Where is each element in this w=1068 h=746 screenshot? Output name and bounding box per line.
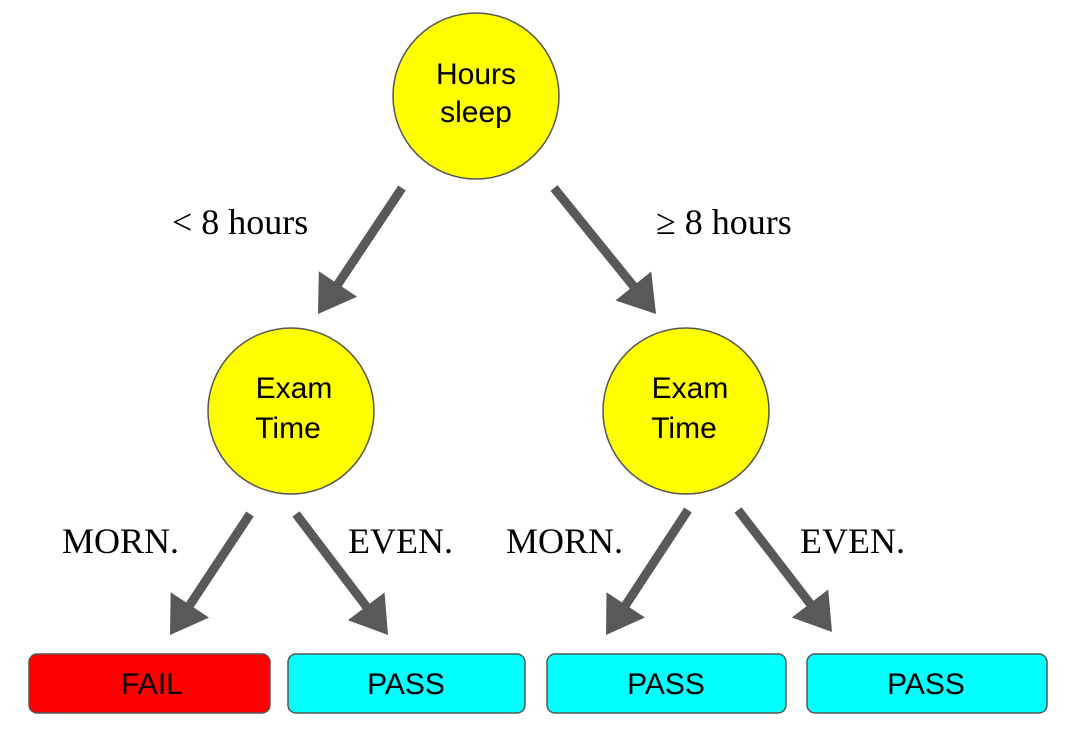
right-decision-node-label-line1: Exam <box>652 372 729 405</box>
edge-left-even <box>292 511 388 635</box>
left-decision-node: Exam Time <box>207 327 375 495</box>
right-decision-node-circle <box>602 327 770 495</box>
leaf-pass-2-label: PASS <box>627 668 705 701</box>
left-decision-node-label-line1: Exam <box>256 372 333 405</box>
edge-right-morn-shaft <box>620 507 692 610</box>
root-node-circle <box>392 12 560 180</box>
edge-left-morn-shaft <box>184 511 254 610</box>
edge-left-even-arrowhead <box>347 592 388 635</box>
leaf-pass-2: PASS <box>546 653 787 714</box>
edge-right-morn-arrowhead <box>606 592 645 635</box>
edge-label-left-morn: MORN. <box>62 521 179 561</box>
edge-label-right-morn: MORN. <box>506 521 623 561</box>
edge-right-even <box>734 507 832 632</box>
edge-label-left-even: EVEN. <box>348 521 453 561</box>
edge-label-root-right: ≥ 8 hours <box>656 202 792 242</box>
root-node: Hours sleep <box>392 12 560 180</box>
edge-left-morn <box>170 511 254 635</box>
leaf-pass-3-label: PASS <box>887 668 965 701</box>
edge-root-right <box>550 185 656 314</box>
leaf-pass-1-box <box>287 653 526 714</box>
edge-root-right-arrowhead <box>615 271 656 314</box>
leaf-fail: FAIL <box>28 653 271 714</box>
edge-left-morn-arrowhead <box>170 592 210 635</box>
leaf-pass-3-box <box>806 653 1048 714</box>
root-node-label-line1: Hours <box>436 58 516 91</box>
edge-right-morn <box>606 507 692 635</box>
edge-right-even-shaft <box>734 507 815 608</box>
edge-right-even-arrowhead <box>791 589 832 632</box>
left-decision-node-circle <box>207 327 375 495</box>
edge-root-left-shaft <box>333 185 406 289</box>
root-node-label-line2: sleep <box>440 96 512 129</box>
leaf-fail-label: FAIL <box>121 668 183 701</box>
left-decision-node-label-line2: Time <box>255 412 321 445</box>
edge-root-left <box>318 185 406 314</box>
edge-label-right-even: EVEN. <box>800 521 905 561</box>
leaf-pass-1: PASS <box>287 653 526 714</box>
edge-root-right-shaft <box>550 185 639 291</box>
leaf-fail-box <box>28 653 271 714</box>
right-decision-node-label-line2: Time <box>651 412 717 445</box>
leaf-pass-2-box <box>546 653 787 714</box>
leaf-pass-3: PASS <box>806 653 1048 714</box>
edge-label-root-left: < 8 hours <box>172 202 308 242</box>
edge-left-even-shaft <box>292 511 372 611</box>
edge-root-left-arrowhead <box>318 271 358 314</box>
right-decision-node: Exam Time <box>602 327 770 495</box>
leaf-pass-1-label: PASS <box>367 668 445 701</box>
